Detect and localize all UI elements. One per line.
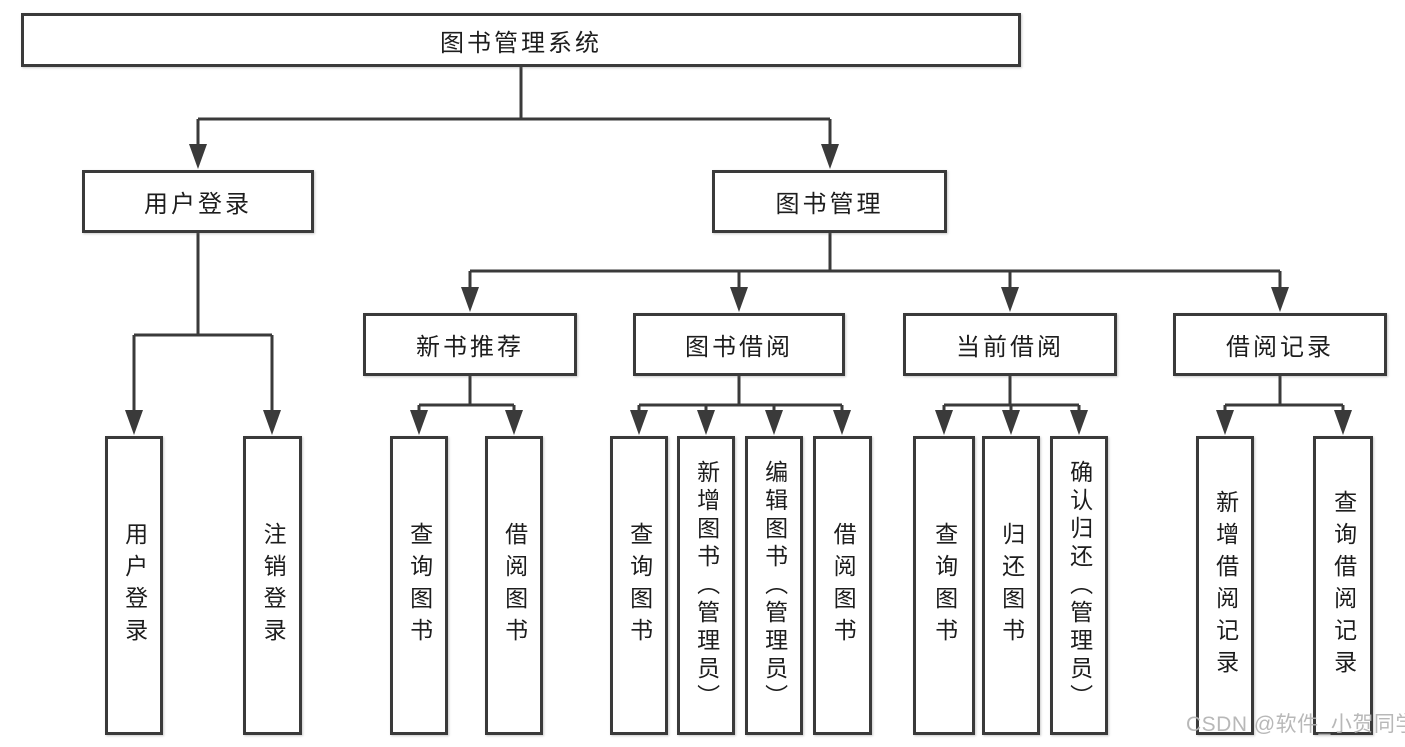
arrow-down-icon — [1216, 410, 1234, 435]
arrowheads — [125, 144, 1352, 435]
connector-book-management-fork — [468, 233, 1282, 288]
arrow-down-icon — [765, 410, 783, 435]
arrow-down-icon — [630, 410, 648, 435]
arrow-down-icon — [730, 287, 748, 312]
node-new-book-recommend: 新书推荐 — [363, 313, 577, 376]
arrow-down-icon — [410, 410, 428, 435]
node-user-login: 用户登录 — [82, 170, 314, 233]
leaf-user-login: 用户登录 — [105, 436, 163, 735]
leaf-borrow-books-recommend: 借阅图书 — [485, 436, 543, 735]
leaf-query-books-current: 查询图书 — [913, 436, 975, 735]
connector-new-book-fork — [417, 376, 516, 411]
node-current-borrowing: 当前借阅 — [903, 313, 1117, 376]
leaf-add-borrow-record: 新增借阅记录 — [1196, 436, 1254, 735]
arrow-down-icon — [935, 410, 953, 435]
leaf-logout: 注销登录 — [243, 436, 302, 735]
arrow-down-icon — [461, 287, 479, 312]
arrow-down-icon — [1271, 287, 1289, 312]
leaf-query-books-borrowing: 查询图书 — [610, 436, 668, 735]
leaf-return-books: 归还图书 — [982, 436, 1040, 735]
arrow-down-icon — [125, 410, 143, 435]
leaf-query-borrow-record: 查询借阅记录 — [1313, 436, 1373, 735]
connector-user-login-fork — [132, 233, 274, 411]
node-book-borrowing: 图书借阅 — [633, 313, 845, 376]
arrow-down-icon — [505, 410, 523, 435]
arrow-down-icon — [1070, 410, 1088, 435]
connector-paths — [132, 66, 1345, 411]
arrow-down-icon — [1334, 410, 1352, 435]
leaf-edit-books-admin: 编辑图书（管理员） — [745, 436, 803, 735]
leaf-add-books-admin: 新增图书（管理员） — [677, 436, 735, 735]
arrow-down-icon — [833, 410, 851, 435]
leaf-confirm-return-admin: 确认归还（管理员） — [1050, 436, 1108, 735]
arrow-down-icon — [1001, 287, 1019, 312]
node-borrowing-records: 借阅记录 — [1173, 313, 1387, 376]
node-root: 图书管理系统 — [21, 13, 1021, 67]
connector-book-borrowing-fork — [637, 376, 844, 411]
connector-borrowing-records-fork — [1223, 376, 1345, 411]
leaf-query-books-recommend: 查询图书 — [390, 436, 448, 735]
arrow-down-icon — [189, 144, 207, 169]
node-book-management: 图书管理 — [712, 170, 947, 233]
watermark: CSDN @软件_小贺同学 — [1186, 713, 1405, 736]
leaf-borrow-books-borrowing: 借阅图书 — [813, 436, 872, 735]
arrow-down-icon — [1002, 410, 1020, 435]
arrow-down-icon — [821, 144, 839, 169]
arrow-down-icon — [263, 410, 281, 435]
arrow-down-icon — [697, 410, 715, 435]
connector-current-borrowing-fork — [942, 376, 1081, 411]
connector-root-fork — [196, 66, 832, 145]
